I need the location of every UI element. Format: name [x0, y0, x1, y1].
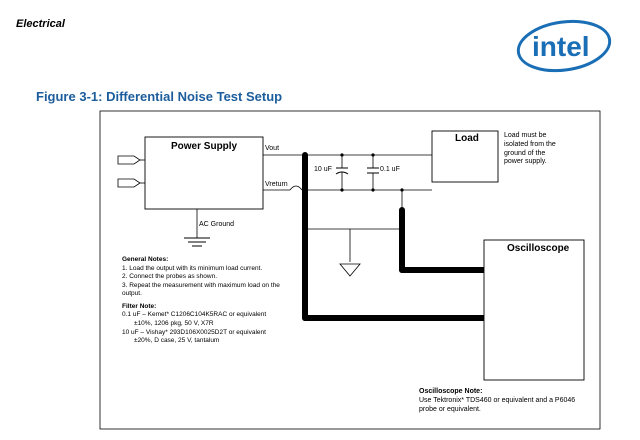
ac-ground-label: AC Ground: [199, 221, 235, 228]
load-label: Load: [455, 133, 479, 144]
figure-frame: [99, 110, 601, 430]
general-note-item: 1. Load the output with its minimum load…: [122, 264, 263, 272]
capacitor-0-1uf-label: 0.1 uF: [380, 166, 400, 173]
general-notes-heading: General Notes:: [122, 256, 169, 263]
oscilloscope-note-heading: Oscilloscope Note:: [419, 388, 483, 395]
filter-note-heading: Filter Note:: [122, 302, 157, 310]
notes-block: General Notes: 1. Load the output with i…: [122, 256, 302, 346]
power-supply-label: Power Supply: [171, 141, 238, 152]
filter-note-item: 10 uF – Vishay* 293D106X0025D2T or equiv…: [122, 328, 266, 336]
oscilloscope-label: Oscilloscope: [507, 243, 570, 254]
general-note-item: 2. Connect the probes as shown.: [122, 273, 218, 281]
load-note-line: Load must be: [504, 132, 547, 139]
filter-note-item: ±10%, 1206 pkg, 50 V, X7R: [134, 320, 214, 328]
load-note-line: isolated from the: [504, 140, 556, 148]
load-note: Load must be isolated from the ground of…: [504, 132, 556, 167]
vreturn-label: Vreturn: [265, 181, 288, 188]
general-note-item: 3. Repeat the measurement with maximum l…: [122, 281, 280, 289]
power-supply-box: [144, 136, 264, 210]
section-heading: Electrical: [16, 18, 65, 30]
oscilloscope-note-item: Use Tektronix* TDS460 or equivalent and …: [419, 397, 576, 405]
load-note-line: power supply.: [504, 158, 547, 166]
figure-title: Figure 3-1: Differential Noise Test Setu…: [36, 89, 283, 104]
svg-text:intel: intel: [532, 31, 590, 62]
filter-note-item: ±20%, D case, 25 V, tantalum: [134, 337, 220, 345]
intel-logo: intel: [516, 19, 612, 73]
oscilloscope-note: Oscilloscope Note: Use Tektronix* TDS460…: [419, 387, 575, 414]
capacitor-10uf-label: 10 uF: [314, 166, 332, 173]
general-note-item: output.: [122, 290, 142, 298]
oscilloscope-box: [483, 239, 585, 381]
oscilloscope-note-item: probe or equivalent.: [419, 406, 481, 414]
filter-note-item: 0.1 uF – Kemet* C1206C104K5RAC or equiva…: [122, 311, 267, 319]
load-note-line: ground of the: [504, 149, 546, 157]
input-connector-1: [117, 155, 141, 165]
load-box: [431, 130, 499, 183]
input-connector-2: [117, 178, 141, 188]
vout-label: Vout: [265, 145, 280, 152]
probe-ground-symbol: [339, 263, 361, 277]
